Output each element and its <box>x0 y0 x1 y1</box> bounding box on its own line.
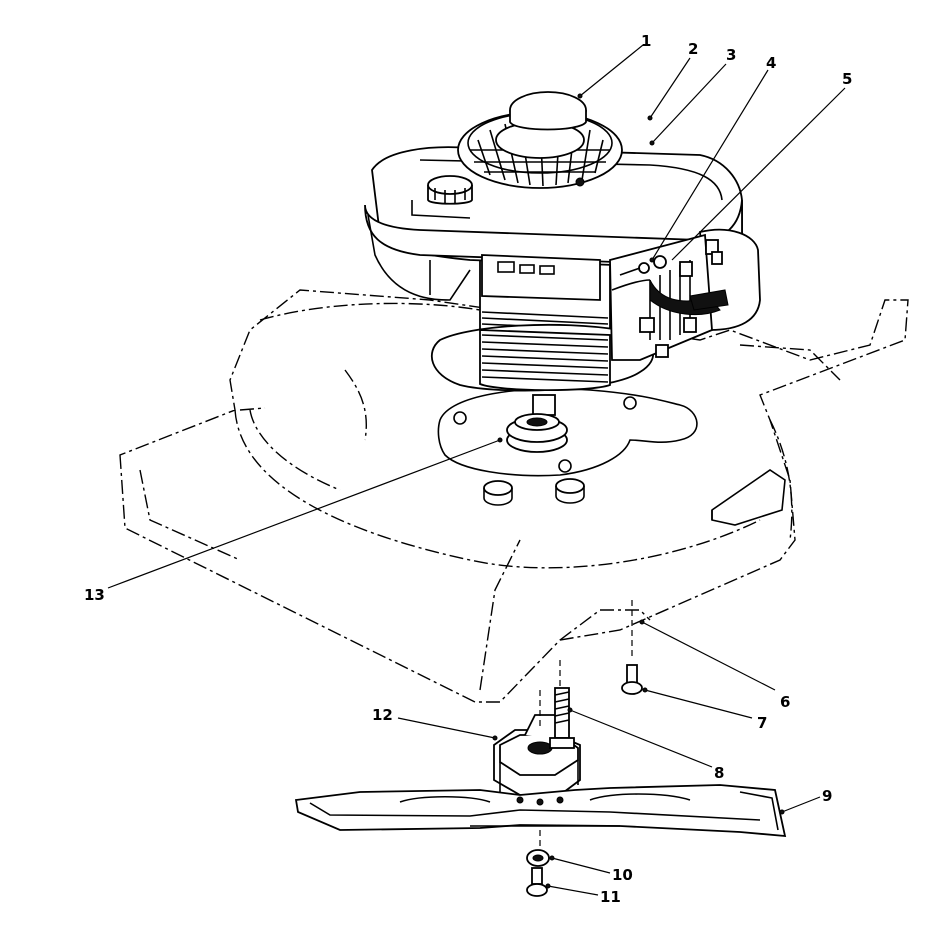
engine-mount-plate <box>437 387 698 477</box>
crankshaft-adapter <box>506 394 568 453</box>
fuel-cap <box>411 175 473 219</box>
leader-lines <box>107 44 846 896</box>
callout-labels: 1 2 3 4 5 6 7 8 9 10 11 12 13 <box>84 32 852 906</box>
callout-10: 10 <box>612 866 633 884</box>
callout-8: 8 <box>714 764 724 782</box>
blade <box>294 784 787 838</box>
callout-9: 9 <box>822 787 832 805</box>
mower-deck <box>119 289 909 703</box>
callout-4: 4 <box>766 54 776 72</box>
washer-10 <box>526 849 550 867</box>
callout-3: 3 <box>726 46 736 64</box>
callout-5: 5 <box>842 70 852 88</box>
callout-2: 2 <box>688 40 698 58</box>
screw-7 <box>621 664 643 695</box>
screw-11 <box>526 867 548 897</box>
callout-12: 12 <box>372 706 393 724</box>
callout-6: 6 <box>780 693 790 711</box>
engine <box>364 91 761 392</box>
callout-11: 11 <box>600 888 621 906</box>
blade-bolt-8 <box>549 687 575 749</box>
callout-1: 1 <box>641 32 651 50</box>
callout-13: 13 <box>84 586 105 604</box>
callout-7: 7 <box>757 714 767 732</box>
